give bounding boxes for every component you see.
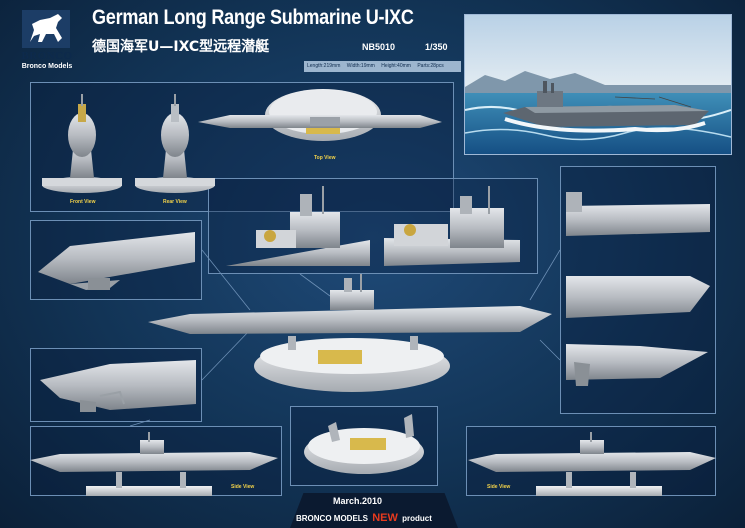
footer-product-word: product — [402, 514, 432, 523]
aft-detail-render — [40, 360, 196, 412]
conning-tower-render-b — [384, 186, 520, 266]
page-title: German Long Range Submarine U-IXC — [92, 6, 414, 29]
spec-width: Width:19mm — [346, 63, 375, 69]
rear-view-label: Rear View — [163, 199, 187, 205]
chinese-title: 德国海军U—IXC型远程潜艇 — [92, 39, 270, 55]
kit-scale: 1/350 — [425, 42, 448, 52]
side-view-right-render — [468, 432, 716, 496]
logo-subtitle: Bronco Models — [21, 63, 73, 70]
side-view-left-label: Side View — [231, 484, 255, 490]
box-art-painting — [464, 14, 732, 155]
footer-brand: BRONCO MODELS NEW product — [296, 512, 432, 524]
right-detail-renders — [566, 192, 710, 386]
main-submarine-render — [148, 274, 552, 392]
logo-wordmark: BRONCO — [21, 50, 73, 62]
bow-detail-render — [38, 232, 195, 290]
spec-parts: Parts:28pcs — [417, 63, 444, 69]
spec-height: Height:40mm — [381, 63, 411, 69]
spec-bar: Length:219mm Width:19mm Height:40mm Part… — [304, 61, 461, 72]
rear-view-render — [135, 94, 215, 193]
footer-brand-name: BRONCO MODELS — [296, 514, 368, 523]
conning-tower-render-a — [226, 186, 370, 266]
front-view-label: Front View — [70, 199, 96, 205]
side-view-left-render — [30, 432, 278, 496]
product-code: NB5010 — [362, 42, 396, 52]
top-view-label: Top View — [314, 155, 336, 161]
front-view-render — [42, 94, 122, 193]
release-date: March.2010 — [333, 496, 383, 506]
spec-length: Length:219mm — [307, 63, 341, 69]
stand-render — [304, 414, 424, 474]
horse-icon — [22, 10, 70, 48]
footer-tab — [290, 493, 458, 528]
new-badge: NEW — [372, 512, 398, 524]
side-view-right-label: Side View — [487, 484, 511, 490]
bronco-logo: BRONCO Bronco Models — [4, 8, 84, 72]
top-view-render — [198, 89, 442, 141]
